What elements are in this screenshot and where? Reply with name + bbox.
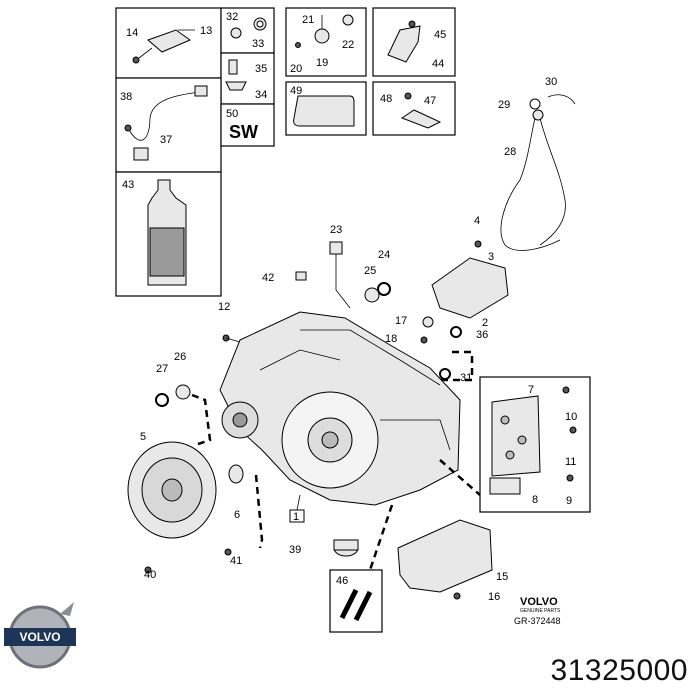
callout-5: 5 — [140, 431, 146, 443]
inset-box-37-38: 38 37 — [115, 77, 222, 173]
callout-29: 29 — [498, 99, 510, 111]
torque-converter: 5 — [127, 431, 217, 539]
callout-14: 14 — [126, 27, 138, 39]
callout-4: 4 — [474, 215, 480, 227]
callout-3: 3 — [488, 251, 494, 263]
callout-37: 37 — [160, 134, 172, 146]
callout-33: 33 — [252, 38, 264, 50]
callout-35: 35 — [255, 63, 267, 75]
callout-44: 44 — [432, 58, 444, 70]
inset-box-34-35: 35 34 — [220, 52, 275, 105]
bolt-40: 40 — [144, 566, 156, 581]
inset-box-43-fluid: 43 — [115, 171, 222, 297]
inset-box-47-48: 48 47 — [372, 81, 456, 136]
callout-50: 50 — [226, 108, 238, 120]
callout-19: 19 — [316, 57, 328, 69]
callout-38: 38 — [120, 91, 132, 103]
dipstick-tube: 23 42 25 24 — [262, 224, 391, 309]
callout-28: 28 — [504, 146, 516, 158]
callout-11: 11 — [565, 456, 576, 468]
callout-12: 12 — [218, 301, 230, 313]
inset-box-50-sw: 50 SW — [220, 103, 275, 147]
wiring-harness: 30 29 28 — [498, 76, 576, 251]
inset-box-13-14: 13 14 — [115, 7, 222, 79]
inset-box-32-33: 32 33 — [220, 7, 275, 54]
volvo-logo-text: VOLVO — [19, 630, 60, 644]
callout-34: 34 — [255, 89, 267, 101]
brand-block: VOLVO GENUINE PARTS GR-372448 — [514, 596, 561, 626]
callout-25: 25 — [364, 265, 376, 277]
callout-6: 6 — [234, 509, 240, 521]
callout-22: 22 — [342, 39, 354, 51]
callout-17: 17 — [395, 315, 407, 327]
inset-box-valve-body: 7 10 11 8 9 — [479, 376, 591, 513]
callout-2: 2 — [482, 317, 488, 329]
callout-24: 24 — [378, 249, 390, 261]
oil-pan: 15 16 — [397, 459, 508, 603]
callout-20: 20 — [290, 63, 302, 75]
part-number: 31325000 — [550, 654, 688, 687]
brand-name-small: VOLVO — [520, 596, 558, 608]
callout-45: 45 — [434, 29, 446, 41]
callout-21: 21 — [302, 14, 314, 26]
callout-46: 46 — [336, 575, 348, 587]
callout-41: 41 — [230, 555, 242, 567]
callout-43: 43 — [122, 179, 134, 191]
inset-box-49-filter: 49 — [285, 81, 367, 136]
bolt-41: 41 — [224, 548, 242, 567]
callout-32: 32 — [226, 11, 238, 23]
callout-30: 30 — [545, 76, 557, 88]
callout-9: 9 — [566, 495, 572, 507]
callout-39: 39 — [289, 544, 301, 556]
callout-36: 36 — [476, 329, 488, 341]
transmission-housing: 1 — [219, 311, 461, 523]
inset-box-46: 46 — [329, 504, 394, 633]
bolt-12: 12 — [218, 301, 241, 343]
callout-31: 31 — [460, 372, 472, 384]
volvo-logo: VOLVO — [4, 602, 76, 669]
callout-10: 10 — [565, 411, 577, 423]
seal-26-27: 26 27 — [155, 351, 191, 407]
callout-40: 40 — [144, 569, 156, 581]
callout-15: 15 — [496, 571, 508, 583]
brand-subtitle: GENUINE PARTS — [520, 608, 561, 614]
callout-7: 7 — [528, 384, 534, 396]
callout-23: 23 — [330, 224, 342, 236]
callout-47: 47 — [424, 95, 436, 107]
callout-1: 1 — [293, 511, 299, 523]
callout-26: 26 — [174, 351, 186, 363]
callout-8: 8 — [532, 494, 538, 506]
diagram-reference: GR-372448 — [514, 616, 561, 626]
seal-6: 6 — [228, 464, 244, 521]
callout-18: 18 — [385, 333, 397, 345]
callout-16: 16 — [488, 591, 500, 603]
solenoid-cluster: 4 3 2 36 31 17 18 — [385, 215, 509, 384]
inset-box-44-45: 45 44 — [372, 7, 456, 77]
callout-48: 48 — [380, 93, 392, 105]
sw-label: SW — [229, 122, 258, 142]
callout-13: 13 — [200, 25, 212, 37]
plug-39: 39 — [289, 539, 359, 557]
callout-49: 49 — [290, 85, 302, 97]
callout-42: 42 — [262, 272, 274, 284]
inset-box-19-22: 21 22 20 19 — [285, 7, 367, 77]
callout-27: 27 — [156, 363, 168, 375]
